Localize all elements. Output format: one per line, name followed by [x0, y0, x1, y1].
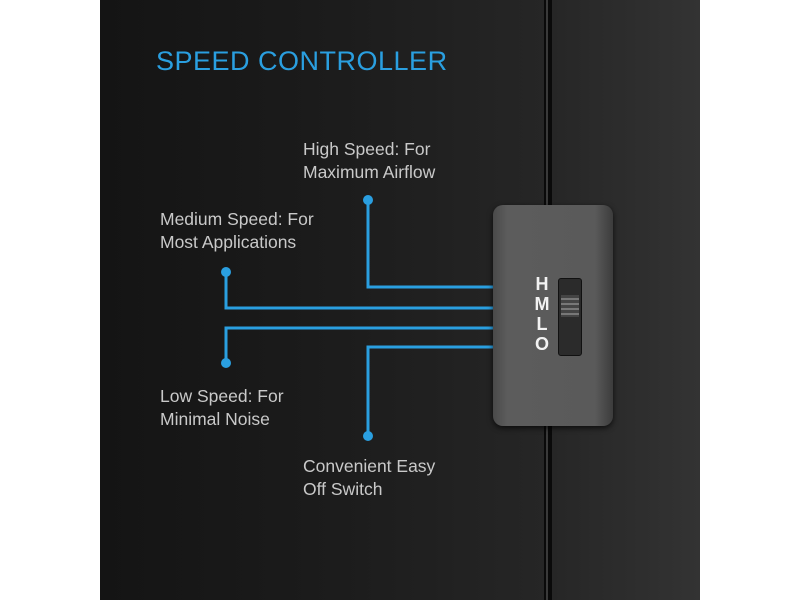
label-low: Low Speed: For Minimal Noise — [160, 385, 284, 431]
label-off-line2: Off Switch — [303, 479, 383, 499]
label-medium: Medium Speed: For Most Applications — [160, 208, 314, 254]
label-high: High Speed: For Maximum Airflow — [303, 138, 435, 184]
switch-letters: H M L O — [534, 274, 550, 354]
label-medium-line2: Most Applications — [160, 232, 297, 252]
letter-o: O — [534, 334, 549, 354]
label-high-line2: Maximum Airflow — [303, 162, 436, 182]
label-high-line1: High Speed: For — [303, 139, 431, 159]
slider-track — [558, 278, 582, 356]
line-off — [366, 345, 493, 436]
label-medium-line1: Medium Speed: For — [160, 209, 314, 229]
line-low — [224, 326, 493, 363]
line-high — [366, 200, 493, 289]
title: SPEED CONTROLLER — [156, 46, 448, 76]
letter-m: M — [534, 294, 550, 314]
letter-l: L — [536, 314, 548, 334]
dot-low — [221, 358, 231, 368]
label-low-line1: Low Speed: For — [160, 386, 284, 406]
label-off: Convenient Easy Off Switch — [303, 455, 435, 501]
line-medium — [224, 272, 493, 310]
slider-knob[interactable] — [561, 295, 579, 317]
label-off-line1: Convenient Easy — [303, 456, 436, 476]
dot-high — [363, 195, 373, 205]
label-low-line2: Minimal Noise — [160, 409, 270, 429]
dot-off — [363, 431, 373, 441]
letter-h: H — [535, 274, 549, 294]
speed-controller-box — [493, 205, 613, 426]
dot-medium — [221, 267, 231, 277]
